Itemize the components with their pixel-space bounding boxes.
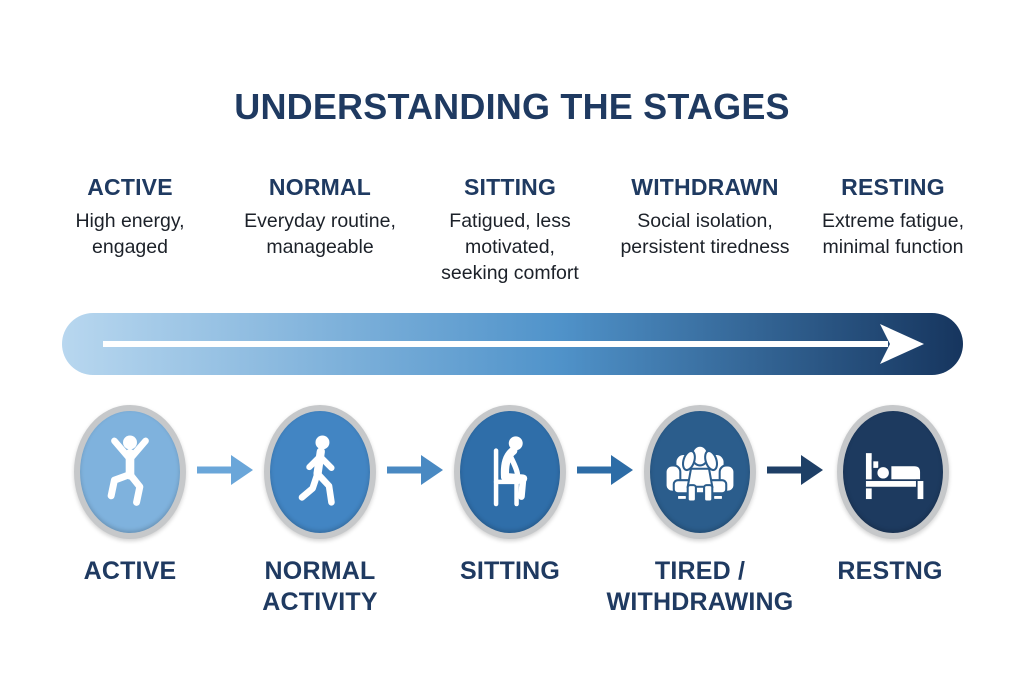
walking-person-icon [298,435,335,506]
stage-bottom-label: ACTIVE [83,557,177,585]
stage-column-active: ACTIVE High energy, engaged [30,174,230,260]
stage-description: Social isolation, persistent tiredness [620,210,790,258]
stage-header: WITHDRAWN [631,174,779,200]
stage-header: RESTING [841,174,945,200]
progression-gradient-bar [62,313,963,375]
sitting-person-icon [493,436,528,507]
connector-arrow-icon [197,455,253,485]
stage-circle-active [74,405,186,539]
stage-column-withdrawn: WITHDRAWN Social isolation, persistent t… [600,174,810,260]
connector-arrow-icon [387,455,443,485]
jumping-person-icon [107,435,149,506]
connector-arrow-icon [767,455,823,485]
stage-description: High energy, engaged [75,210,185,258]
stage-column-resting: RESTING Extreme fatigue, minimal functio… [788,174,998,260]
stage-circle-resting [837,405,949,539]
stage-bottom-label: NORMAL ACTIVITY [262,557,378,616]
stage-bottom-label: SITTING [459,557,560,585]
person-in-bed-icon [864,451,925,501]
stage-column-normal: NORMAL Everyday routine, manageable [220,174,420,260]
stage-description: Fatigued, less motivated, seeking comfor… [441,210,579,284]
stage-circle-sitting [454,405,566,539]
stage-bottom-label: TIRED / WITHDRAWING [606,557,794,616]
stage-description: Extreme fatigue, minimal function [822,210,964,258]
stage-header: NORMAL [268,174,372,200]
stage-circle-withdrawn [644,405,756,539]
bar-arrow-icon [103,324,924,364]
stage-description: Everyday routine, manageable [244,210,396,258]
stage-column-sitting: SITTING Fatigued, less motivated, seekin… [410,174,610,286]
page-title: UNDERSTANDING THE STAGES [234,86,790,127]
stage-circle-normal [264,405,376,539]
stage-header: SITTING [463,174,557,200]
couch-person-icon [664,444,736,503]
stage-header: ACTIVE [87,174,173,200]
stage-bottom-label: RESTNG [837,557,943,585]
connector-arrow-icon [577,455,633,485]
